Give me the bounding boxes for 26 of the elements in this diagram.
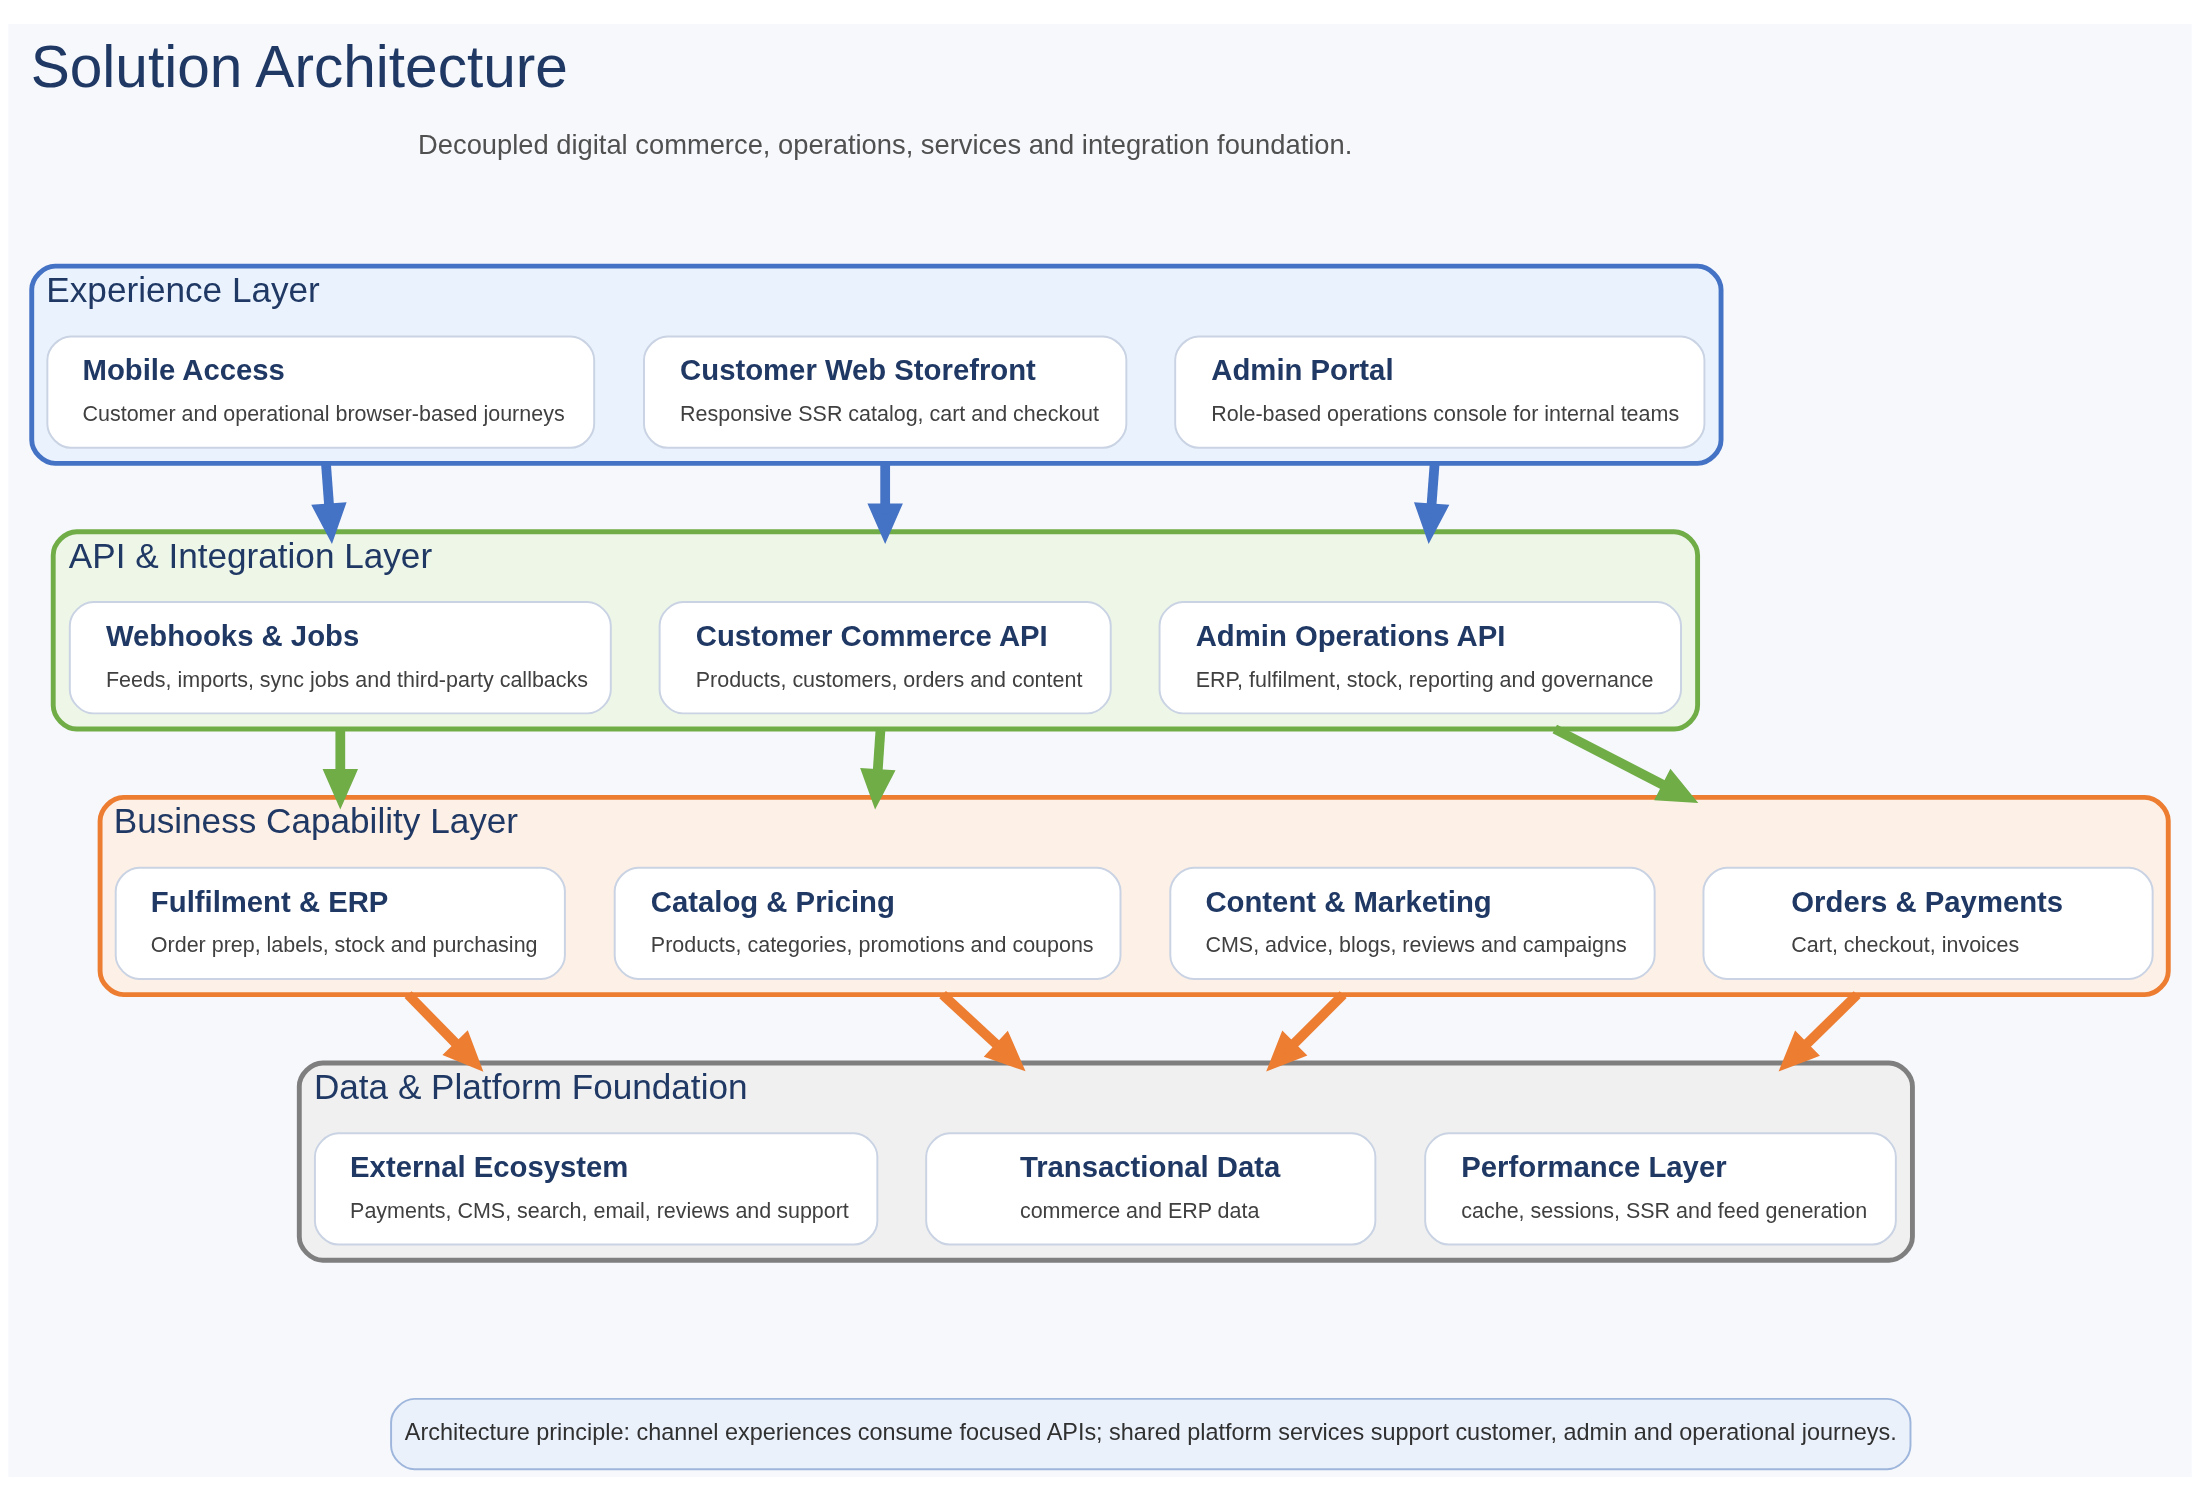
node-box: External Ecosystem Payments, CMS, search, email, reviews and support (313, 1131, 879, 1246)
arrow (867, 462, 903, 544)
node-box: Fulfilment & ERP Order prep, labels, stock and purchasing (114, 866, 566, 980)
arrow (322, 728, 358, 810)
node-box: Customer Commerce API Products, customers, orders and content (658, 600, 1112, 714)
arrow (1552, 724, 1699, 803)
arrow (1778, 990, 1861, 1071)
diagram-title: Solution Architecture (30, 32, 568, 98)
node-box: Catalog & Pricing Products, categories, promotions and coupons (613, 866, 1122, 980)
node-box: Performance Layer cache, sessions, SSR and feed generation (1424, 1131, 1897, 1246)
node-box: Orders & Payments Cart, checkout, invoices (1702, 866, 2154, 980)
arrow (939, 990, 1026, 1071)
arrow (1414, 462, 1450, 544)
label: Decoupled digital commerce, operations, services and integration foundation. (418, 128, 1353, 160)
node-box: Admin Portal Role-based operations console for internal teams (1174, 335, 1706, 449)
arrow (1266, 990, 1347, 1072)
node-box: Mobile Access Customer and operational browser-based journeys (46, 335, 596, 449)
node-box: Customer Web Storefront Responsive SSR catalog, cart and checkout (643, 335, 1128, 449)
node-box: Webhooks & Jobs Feeds, imports, sync jobs and third-party callbacks (68, 600, 612, 714)
caption: Architecture principle: channel experiences consume focused APIs; shared platform services support customer, admin and operational journeys. (404, 1418, 1897, 1445)
node-box: Admin Operations API ERP, fulfilment, stock, reporting and governance (1158, 600, 1682, 714)
node-box: Content & Marketing CMS, advice, blogs, reviews and campaigns (1169, 866, 1656, 980)
arrow (860, 728, 896, 809)
node-box: Transactional Data commerce and ERP data (925, 1131, 1377, 1246)
arrow (311, 462, 347, 544)
arrow (404, 990, 484, 1072)
